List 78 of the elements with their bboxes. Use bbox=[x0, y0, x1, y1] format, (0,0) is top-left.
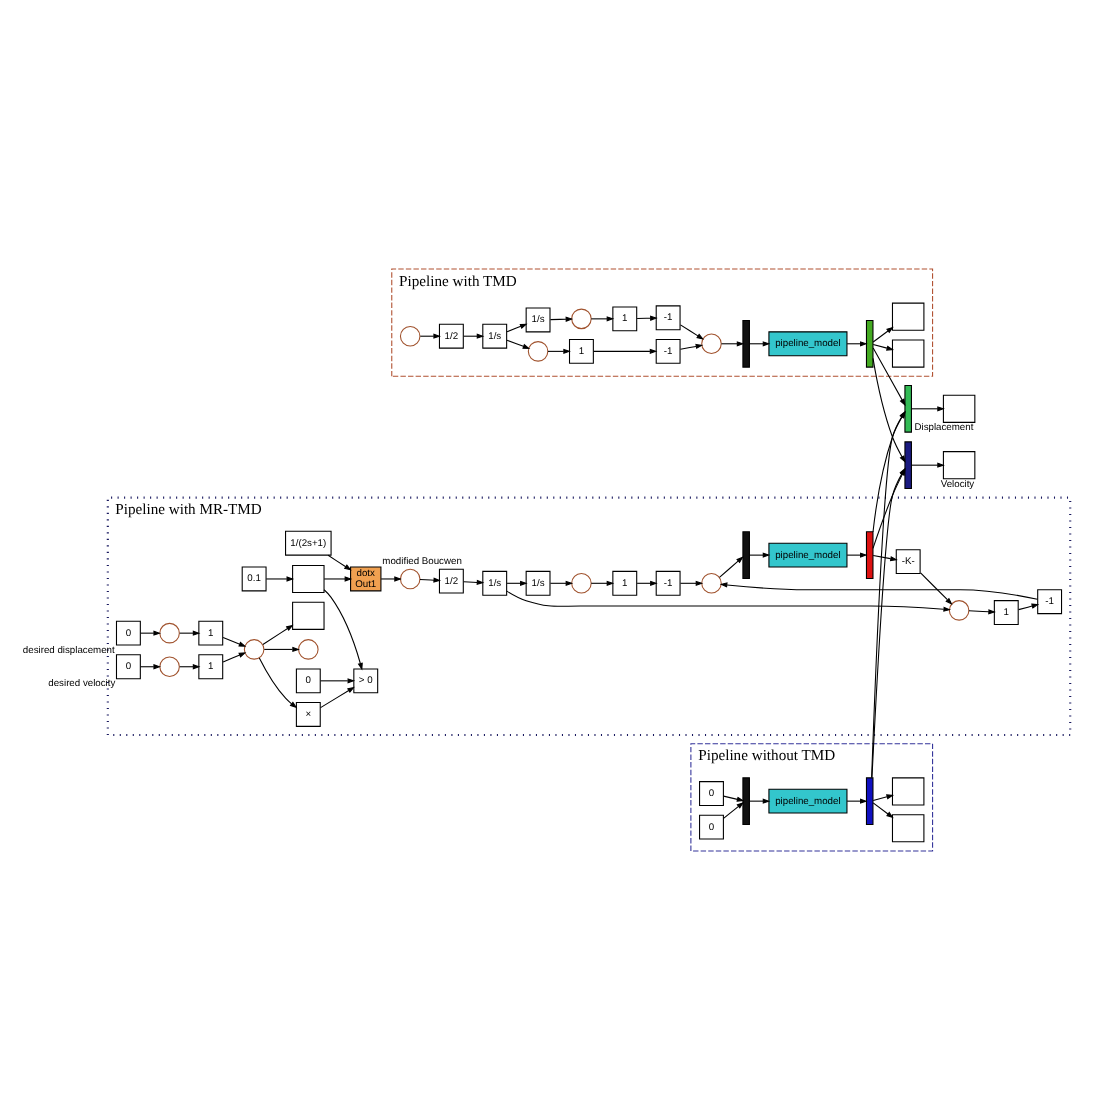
node-circle bbox=[298, 639, 319, 660]
arrow bbox=[549, 580, 574, 586]
arrow bbox=[463, 579, 485, 586]
node-box bbox=[292, 564, 325, 594]
arrow bbox=[920, 572, 953, 605]
arrow bbox=[262, 624, 294, 645]
arrow bbox=[872, 343, 895, 351]
node-circle bbox=[243, 639, 265, 660]
node-circle bbox=[948, 600, 970, 621]
arrow bbox=[872, 555, 898, 562]
arrow bbox=[872, 347, 906, 407]
arrow bbox=[846, 798, 868, 804]
arrow bbox=[872, 410, 906, 533]
arrow bbox=[323, 589, 363, 671]
node-circle bbox=[159, 622, 180, 644]
node-box bbox=[942, 451, 976, 480]
arrow bbox=[872, 357, 906, 464]
arrow bbox=[872, 802, 894, 819]
node-circle bbox=[571, 573, 592, 594]
arrow bbox=[1018, 603, 1040, 611]
node-bar bbox=[865, 319, 874, 368]
arrow bbox=[222, 652, 247, 663]
node-circle bbox=[399, 568, 421, 590]
arrow bbox=[263, 646, 300, 653]
node-bar bbox=[904, 441, 912, 489]
node-bar bbox=[742, 531, 750, 579]
node-bar bbox=[865, 531, 874, 579]
arrow bbox=[872, 467, 906, 549]
arrow bbox=[590, 316, 615, 322]
arrow bbox=[380, 576, 402, 582]
arrow bbox=[749, 798, 771, 804]
arrow bbox=[590, 580, 615, 586]
arrow bbox=[320, 678, 356, 684]
arrow bbox=[593, 348, 658, 355]
arrow bbox=[872, 794, 895, 802]
arrow bbox=[968, 609, 996, 615]
arrow bbox=[718, 556, 744, 578]
node-circle bbox=[701, 573, 722, 594]
node-box bbox=[942, 394, 976, 423]
arrow bbox=[872, 326, 894, 343]
arrow bbox=[327, 554, 352, 571]
arrow bbox=[679, 343, 704, 350]
node-box bbox=[891, 814, 925, 843]
arrow bbox=[679, 324, 705, 340]
node-box bbox=[891, 777, 925, 806]
arrow bbox=[320, 686, 355, 709]
arrow bbox=[719, 582, 1038, 600]
node-circle bbox=[159, 656, 180, 678]
node-box bbox=[891, 302, 925, 331]
arrow bbox=[749, 552, 771, 558]
arrow bbox=[506, 323, 528, 333]
arrow bbox=[419, 577, 442, 583]
node-bar bbox=[742, 777, 750, 825]
arrow bbox=[549, 316, 574, 322]
arrow bbox=[846, 552, 868, 558]
arrow bbox=[871, 410, 906, 779]
arrow bbox=[506, 590, 951, 612]
arrow bbox=[258, 657, 298, 709]
node-bar bbox=[742, 319, 750, 368]
node-bar bbox=[865, 777, 874, 825]
arrow bbox=[911, 462, 945, 468]
arrow bbox=[871, 467, 906, 779]
node-box bbox=[891, 339, 925, 368]
arrow bbox=[723, 801, 745, 819]
node-box bbox=[292, 601, 325, 630]
arrow bbox=[265, 576, 295, 582]
node-circle bbox=[571, 308, 592, 330]
arrow bbox=[720, 341, 745, 347]
node-circle bbox=[399, 325, 421, 347]
arrow bbox=[723, 795, 745, 802]
arrow bbox=[679, 580, 704, 586]
node-bar bbox=[904, 384, 912, 433]
arrow bbox=[911, 406, 945, 412]
arrow bbox=[506, 339, 531, 349]
node-circle bbox=[527, 341, 549, 362]
arrow bbox=[222, 637, 247, 647]
node-circle bbox=[701, 333, 722, 355]
arrow bbox=[323, 576, 353, 582]
